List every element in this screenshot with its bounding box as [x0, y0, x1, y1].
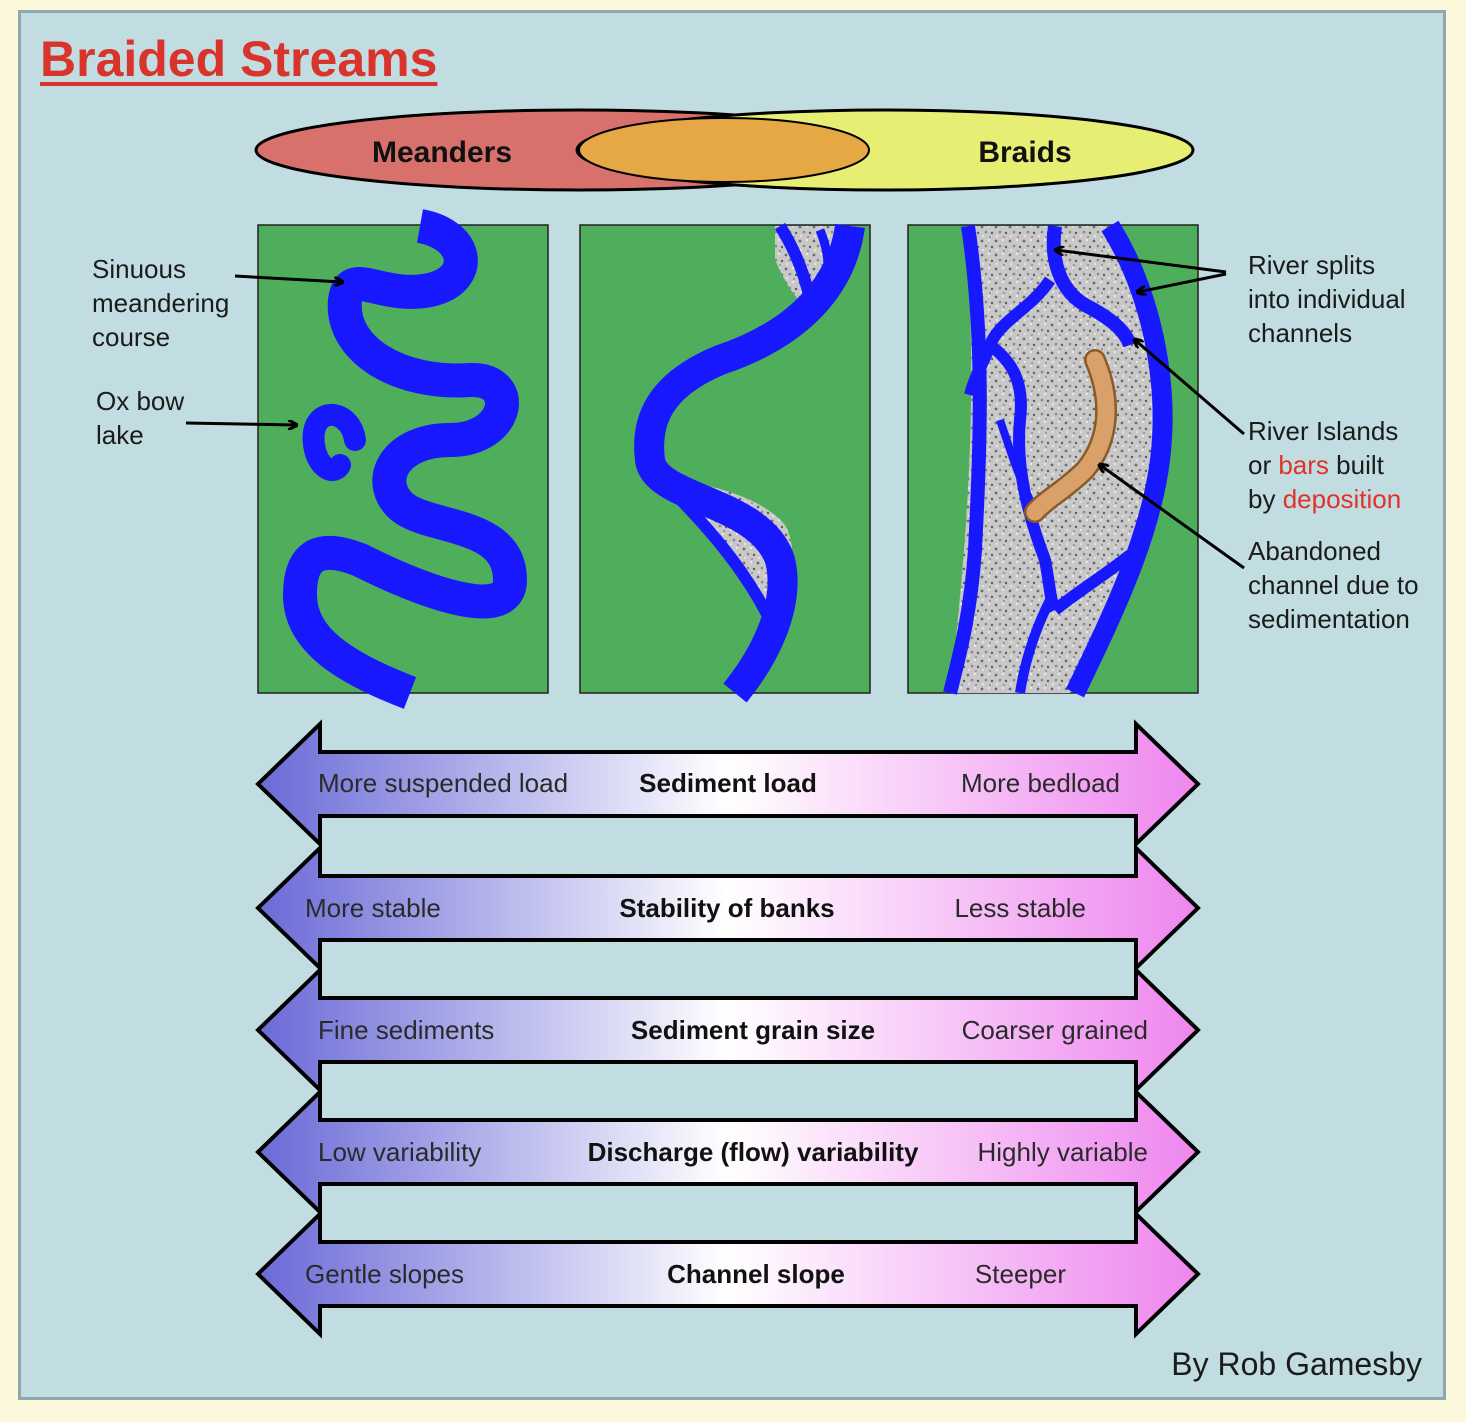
scale-4-right: Highly variable: [977, 1137, 1148, 1167]
main-channel: [634, 223, 865, 703]
meandering-channel: [283, 209, 527, 709]
sinuous-label: Sinuous meandering course: [92, 252, 229, 354]
abandoned-label-line-1: Abandoned: [1248, 536, 1382, 566]
islands-label-line-3: by deposition: [1248, 484, 1402, 514]
sinuous-label-line-2: meandering: [92, 288, 230, 318]
comparison-scales: More suspended load Sediment load More b…: [255, 719, 1201, 1339]
braid-channel-outer-left: [943, 224, 987, 695]
scale-3-title: Sediment grain size: [631, 1015, 875, 1045]
scale-sediment-load: [255, 719, 1201, 849]
transition-river-panel: [579, 222, 871, 703]
scale-5-title: Channel slope: [667, 1259, 845, 1289]
oxbow-lake: [302, 404, 366, 481]
oxbow-label-line-1: Ox bow: [96, 386, 185, 416]
scale-discharge-variability: [255, 1087, 1201, 1217]
venn-diagram: Meanders Braids: [254, 108, 1195, 192]
page-title: Braided Streams: [40, 31, 438, 87]
abandoned-label-line-2: channel due to: [1248, 570, 1419, 600]
scale-2-title: Stability of banks: [619, 893, 834, 923]
sinuous-label-line-3: course: [92, 322, 171, 352]
scale-3-right: Coarser grained: [962, 1015, 1148, 1045]
abandoned-label-line-3: sedimentation: [1248, 604, 1410, 634]
islands-label-line-1: River Islands: [1248, 416, 1399, 446]
oxbow-label-line-2: lake: [96, 420, 144, 450]
islands-label: River Islands or bars built by depositio…: [1248, 414, 1401, 516]
scale-stability-of-banks: [255, 843, 1201, 973]
annotation-arrows: [185, 250, 1245, 570]
author-credit: By Rob Gamesby: [1171, 1346, 1422, 1382]
scale-1-right: More bedload: [961, 768, 1120, 798]
scale-5-right: Steeper: [975, 1259, 1066, 1289]
braided-river-panel: [907, 220, 1199, 698]
oxbow-label: Ox bow lake: [96, 384, 184, 452]
splits-label-line-3: channels: [1248, 318, 1353, 348]
splits-label: River splits into individual channels: [1248, 248, 1406, 350]
scale-3-left: Fine sediments: [318, 1015, 494, 1045]
abandoned-label: Abandoned channel due to sedimentation: [1248, 534, 1419, 636]
scale-2-left: More stable: [305, 893, 441, 923]
venn-meanders-label: Meanders: [372, 136, 512, 169]
splits-label-line-1: River splits: [1248, 250, 1376, 280]
splits-label-line-2: into individual: [1248, 284, 1406, 314]
scale-1-left: More suspended load: [318, 768, 568, 798]
scale-4-title: Discharge (flow) variability: [588, 1137, 919, 1167]
scale-1-title: Sediment load: [639, 768, 817, 798]
scale-sediment-grain-size: [255, 965, 1201, 1095]
sinuous-label-line-1: Sinuous: [92, 254, 186, 284]
scale-5-left: Gentle slopes: [305, 1259, 464, 1289]
meandering-river-panel: [257, 209, 549, 709]
islands-label-line-2: or bars built: [1248, 450, 1384, 480]
venn-braids-label: Braids: [978, 136, 1071, 169]
overlap-region: [578, 117, 870, 183]
scale-channel-slope: [255, 1209, 1201, 1339]
scale-4-left: Low variability: [318, 1137, 481, 1167]
scale-2-right: Less stable: [954, 893, 1086, 923]
